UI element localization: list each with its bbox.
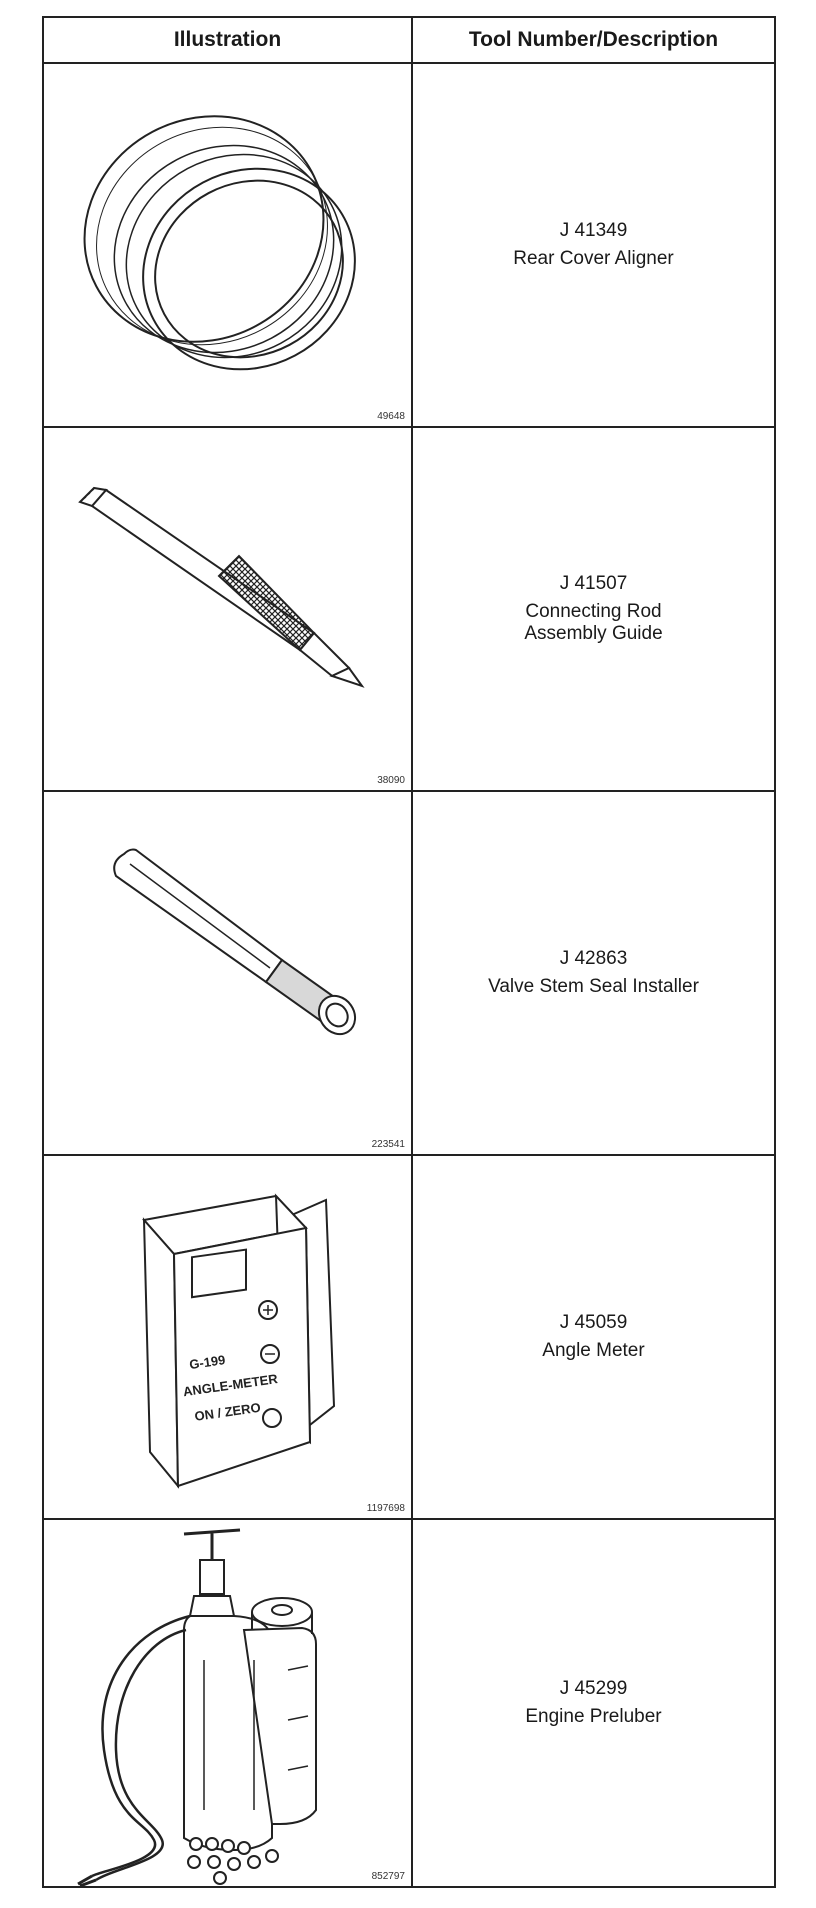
- tool-number: J 41507: [559, 573, 628, 594]
- description-cell: J 41349 Rear Cover Aligner: [413, 64, 774, 426]
- figure-number: 38090: [377, 775, 405, 786]
- illustration-cell: 49648: [44, 64, 413, 426]
- table-header: Illustration Tool Number/Description: [44, 18, 774, 64]
- figure-number: 1197698: [366, 1503, 405, 1514]
- seal-installer-tube-icon: [113, 848, 357, 1036]
- header-tool-number-description: Tool Number/Description: [468, 28, 719, 51]
- illustration-cell: 223541: [44, 792, 413, 1154]
- tool-description: Engine Preluber: [525, 1706, 662, 1727]
- table-row: 38090 J 41507 Connecting Rod Assembly Gu…: [44, 428, 774, 792]
- figure-number: 223541: [371, 1139, 405, 1150]
- table-row: 223541 J 42863 Valve Stem Seal Installer: [44, 792, 774, 1156]
- illustration-cell: 38090: [44, 428, 413, 790]
- tool-description: Rear Cover Aligner: [513, 248, 674, 269]
- figure-number: 49648: [377, 411, 405, 422]
- tool-number: J 42863: [559, 948, 628, 969]
- description-cell: J 45299 Engine Preluber: [413, 1520, 774, 1886]
- preluber-icon: [77, 1528, 317, 1886]
- cover-aligner-ring-icon: [83, 115, 356, 371]
- device-label-model: G-199: [188, 1352, 226, 1372]
- table-row: 852797 J 45299 Engine Preluber: [44, 1520, 774, 1886]
- rod-guide-pin-icon: [78, 486, 365, 688]
- figure-number: 852797: [371, 1871, 405, 1882]
- description-cell: J 41507 Connecting Rod Assembly Guide: [413, 428, 774, 790]
- tool-number: J 45299: [559, 1678, 628, 1699]
- header-illustration: Illustration: [44, 18, 413, 62]
- tool-number: J 41349: [559, 220, 628, 241]
- description-cell: J 42863 Valve Stem Seal Installer: [413, 792, 774, 1154]
- tool-table: Illustration Tool Number/Description 496…: [42, 16, 776, 1888]
- illustration-cell: G-199 ANGLE-METER ON / ZERO 1197698: [44, 1156, 413, 1518]
- table-row: 49648 J 41349 Rear Cover Aligner: [44, 64, 774, 428]
- tool-description: Angle Meter: [542, 1340, 645, 1361]
- angle-meter-icon: G-199 ANGLE-METER ON / ZERO: [142, 1193, 336, 1489]
- tool-number: J 45059: [559, 1312, 628, 1333]
- tool-description: Valve Stem Seal Installer: [488, 976, 699, 997]
- tool-description: Connecting Rod Assembly Guide: [524, 601, 663, 644]
- table-row: G-199 ANGLE-METER ON / ZERO 1197698 J 45…: [44, 1156, 774, 1520]
- illustration-cell: 852797: [44, 1520, 413, 1886]
- description-cell: J 45059 Angle Meter: [413, 1156, 774, 1518]
